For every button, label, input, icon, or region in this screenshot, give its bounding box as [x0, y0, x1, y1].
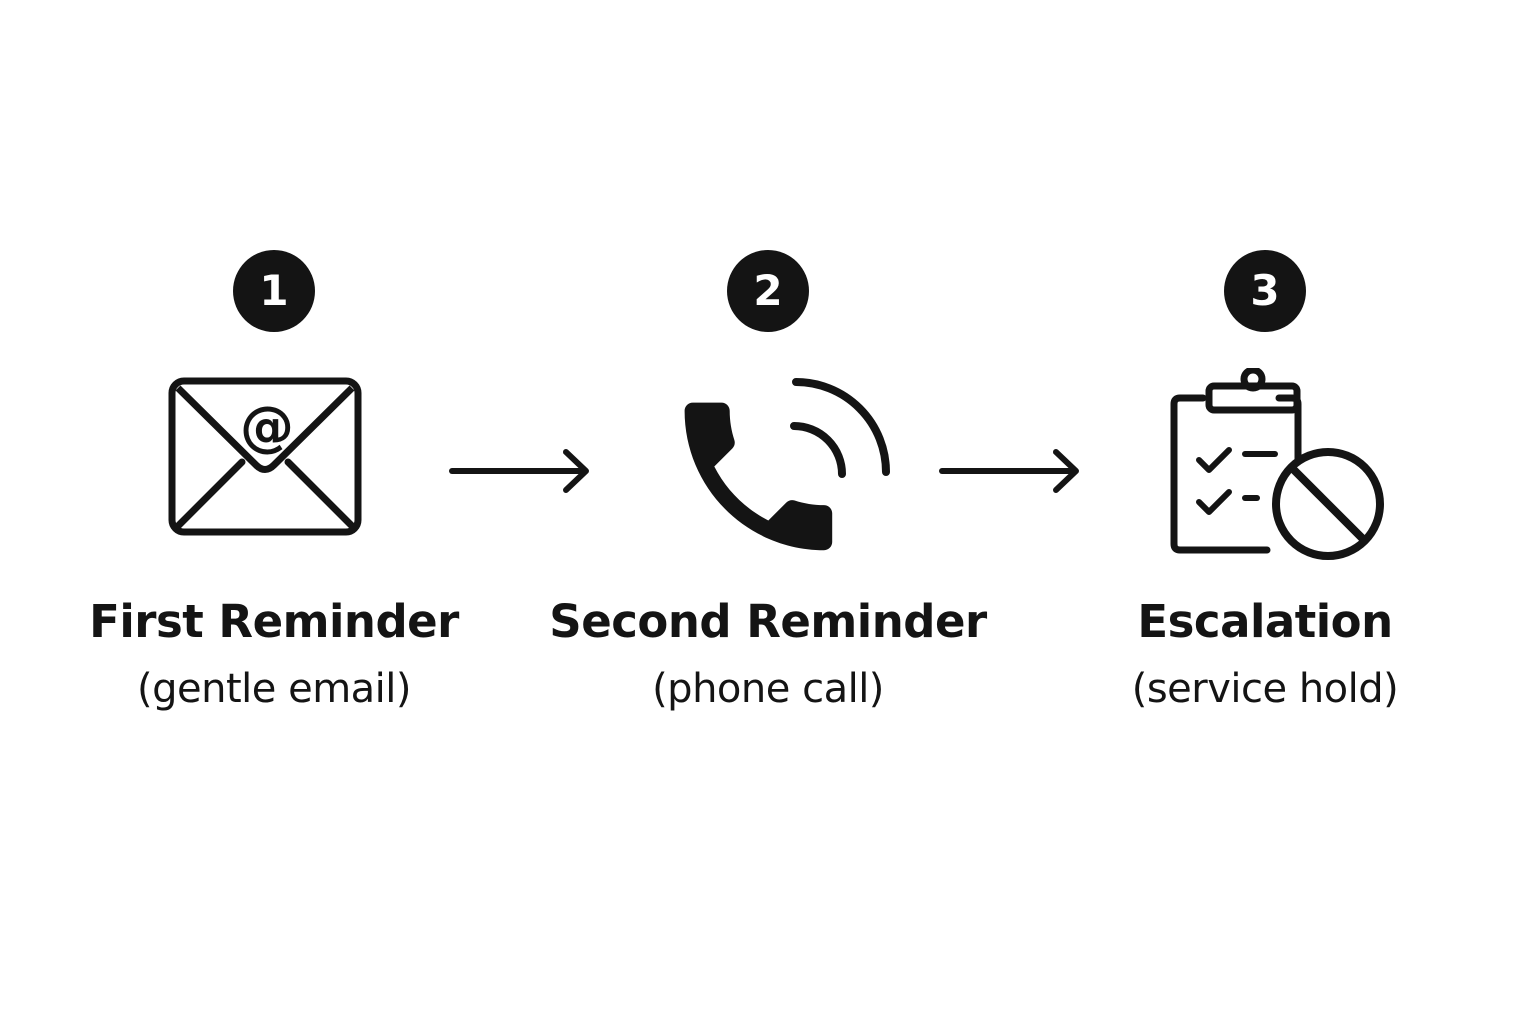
step-title: First Reminder [89, 595, 459, 648]
step-number-badge: 3 [1224, 250, 1306, 332]
step-title: Escalation [1137, 595, 1393, 648]
step-escalation: 3 Escalation (service hold) [1045, 250, 1485, 730]
arrow-right-icon [448, 446, 598, 496]
envelope-at-icon: @ [144, 368, 404, 568]
at-sign-glyph: @ [240, 395, 294, 458]
phone-call-icon [638, 368, 898, 568]
step-subtitle: (service hold) [1131, 666, 1399, 712]
arrow-right-icon [938, 446, 1088, 496]
step-number-badge: 2 [727, 250, 809, 332]
step-number-badge: 1 [233, 250, 315, 332]
step-second-reminder: 2 Second Reminder (phone call) [548, 250, 988, 730]
step-subtitle: (gentle email) [137, 666, 412, 712]
step-first-reminder: 1 @ First Reminder (gentle email) [54, 250, 494, 730]
step-title: Second Reminder [549, 595, 987, 648]
clipboard-blocked-icon [1135, 368, 1395, 568]
step-subtitle: (phone call) [652, 666, 884, 712]
